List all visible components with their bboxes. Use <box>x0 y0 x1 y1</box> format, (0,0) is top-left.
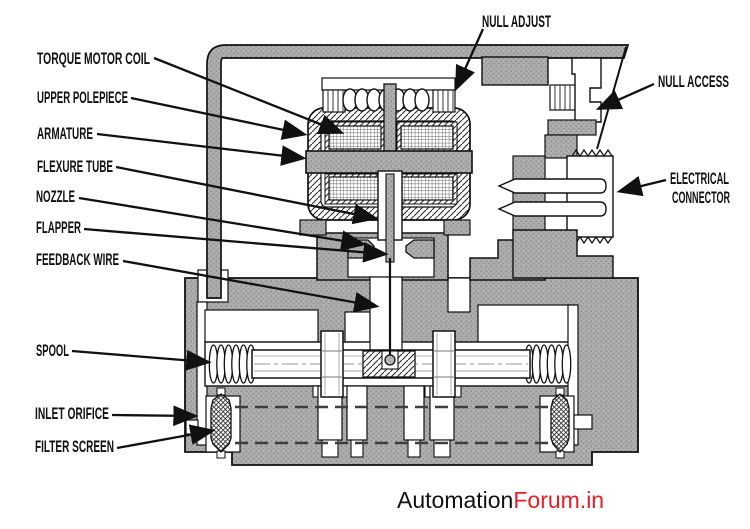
screw-threads <box>549 84 578 111</box>
gallery-left <box>204 309 319 343</box>
torque-motor-coil-ur <box>400 125 454 150</box>
label-inlet-orifice: INLET ORIFICE <box>35 404 109 423</box>
torque-motor-coil-lr <box>400 176 454 201</box>
connector-pin-2 <box>497 201 607 217</box>
label-connector: CONNECTOR <box>672 188 730 207</box>
leader-flexure-tube <box>115 165 379 225</box>
torque-motor-coil-ul <box>328 125 382 150</box>
connector-pin-1 <box>497 178 607 194</box>
filter-screen-left <box>210 387 232 459</box>
label-nozzle: NOZZLE <box>36 187 75 206</box>
leader-null-adjust <box>455 28 485 92</box>
label-null-adjust: NULL ADJUST <box>482 12 551 31</box>
spool-spring-left <box>208 344 256 384</box>
label-upper-polepiece: UPPER POLEPIECE <box>37 88 128 107</box>
torque-motor <box>299 77 473 263</box>
spring-stub-right <box>432 89 456 113</box>
label-feedback-wire: FEEDBACK WIRE <box>36 250 119 269</box>
leader-feedback-wire <box>122 259 380 313</box>
port-foot-2 <box>350 439 364 458</box>
label-filter-screen: FILTER SCREEN <box>35 437 114 456</box>
right-port-notch <box>573 414 593 430</box>
leader-spool <box>71 349 212 371</box>
leader-upper-polepiece <box>130 96 308 140</box>
gallery-right <box>477 304 577 343</box>
spool-spring-right <box>524 344 572 384</box>
port-channel-2 <box>346 385 368 441</box>
port-foot-1 <box>321 439 339 458</box>
connector-threads-top <box>571 148 613 158</box>
spring-stub-left <box>322 89 346 113</box>
label-armature: ARMATURE <box>37 124 93 143</box>
port-channel-3 <box>403 385 425 441</box>
torque-motor-coil-ll <box>328 176 382 201</box>
housing-lower-right <box>512 229 614 279</box>
spool-land-2 <box>432 330 456 398</box>
watermark-suffix: Forum.in <box>513 487 604 513</box>
null-access-screw <box>547 57 602 136</box>
armature-stem <box>383 83 397 153</box>
connector-threads-bottom <box>571 235 613 245</box>
leader-filter-screen <box>116 424 216 450</box>
motor-foot-right <box>443 219 471 236</box>
label-flexure-tube: FLEXURE TUBE <box>37 157 113 176</box>
leader-nozzle <box>78 196 367 251</box>
armature <box>305 150 473 174</box>
housing-step <box>544 134 578 159</box>
inlet-port-notch <box>185 419 199 435</box>
label-spool: SPOOL <box>36 341 69 360</box>
nozzle-right <box>405 239 435 259</box>
port-foot-3 <box>407 439 421 458</box>
label-electrical: ELECTRICAL <box>670 169 729 188</box>
leader-lines <box>71 28 667 450</box>
pin-support-wall <box>512 155 546 236</box>
label-torque-motor-coil: TORQUE MOTOR COIL <box>37 49 150 68</box>
leader-null-access <box>595 82 655 110</box>
drain-slot <box>447 277 471 313</box>
feedback-ball <box>384 354 396 366</box>
leader-inlet-orifice <box>111 405 199 427</box>
port-foot-4 <box>433 439 451 458</box>
cover-band <box>206 44 630 299</box>
label-flapper: FLAPPER <box>36 218 81 237</box>
cover-band-right-thick <box>481 56 549 86</box>
electrical-connector <box>497 148 614 245</box>
cover-housing <box>206 44 630 299</box>
spool-land-1 <box>320 330 344 398</box>
label-null-access: NULL ACCESS <box>658 72 729 91</box>
watermark: AutomationForum.in <box>397 487 604 513</box>
connector-body <box>566 155 614 238</box>
component-labels: TORQUE MOTOR COIL UPPER POLEPIECE ARMATU… <box>35 12 730 456</box>
leader-flapper <box>83 227 389 263</box>
leader-armature <box>96 132 307 166</box>
watermark-prefix: Automation <box>397 487 513 513</box>
screw-boss-bar <box>547 119 597 136</box>
leader-electrical-connector <box>616 176 667 197</box>
screw-head <box>571 57 602 123</box>
flapper <box>385 173 395 263</box>
leader-torque-motor-coil <box>153 56 345 134</box>
feedback-wire-slot <box>369 276 403 359</box>
filter-screen-right <box>550 387 570 459</box>
motor-foot-left <box>299 219 327 236</box>
gallery-mid <box>344 311 371 343</box>
